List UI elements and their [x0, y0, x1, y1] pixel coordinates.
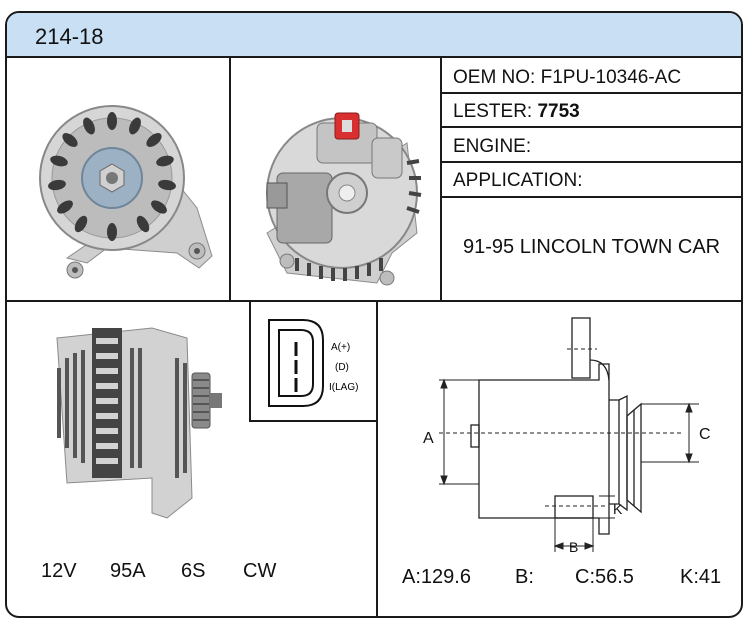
divider: [249, 420, 378, 422]
dimension-label-b: B: [569, 539, 578, 554]
divider: [229, 58, 231, 300]
dimension-c-value: C:56.5: [575, 566, 634, 588]
part-number: 214-18: [35, 24, 104, 49]
lester-value: 7753: [537, 101, 580, 122]
divider: [442, 161, 741, 163]
divider: [7, 300, 741, 302]
application-label: APPLICATION:: [453, 170, 583, 191]
rotation-spec: CW: [243, 560, 277, 582]
voltage-spec: 12V: [41, 560, 77, 582]
oem-row: OEM NO: F1PU-10346-AC: [453, 67, 681, 89]
dimension-a-value: A:129.6: [402, 566, 471, 588]
divider: [442, 92, 741, 94]
alternator-front-photo: [39, 105, 213, 279]
divider: [442, 126, 741, 128]
amperage-spec: 95A: [110, 560, 146, 582]
divider: [376, 302, 378, 616]
oem-value: F1PU-10346-AC: [540, 67, 682, 88]
pulley-spec: 6S: [181, 560, 206, 582]
engine-label: ENGINE:: [453, 136, 532, 157]
divider: [440, 58, 442, 300]
dimension-label-k: K: [613, 501, 623, 517]
connector-pin-label: A(+): [331, 342, 350, 353]
dimension-label-a: A: [423, 430, 434, 447]
product-card: 214-18 OEM NO: F1PU-10346-AC LESTER: 775…: [5, 11, 743, 618]
connector-pin-label: I(LAG): [329, 382, 358, 393]
alternator-side-photo: [56, 327, 222, 519]
dimension-b-value: B:: [515, 566, 534, 588]
application-row: APPLICATION:: [453, 170, 583, 192]
lester-row: LESTER: 7753: [453, 101, 580, 123]
alternator-rear-photo: [266, 112, 422, 286]
divider: [442, 196, 741, 198]
connector-diagram: A(+) (D) I(LAG): [268, 319, 358, 407]
dimension-k-value: K:41: [680, 566, 722, 588]
oem-label: OEM NO:: [453, 67, 536, 88]
application-value: 91-95 LINCOLN TOWN CAR: [463, 236, 721, 258]
lester-label: LESTER:: [453, 101, 533, 122]
connector-pin-label: (D): [335, 362, 349, 373]
divider: [249, 302, 251, 422]
header-bar: 214-18: [7, 13, 741, 58]
engine-row: ENGINE:: [453, 136, 531, 158]
dimension-label-c: C: [699, 426, 711, 443]
dimension-drawing: A C K B: [423, 317, 711, 554]
